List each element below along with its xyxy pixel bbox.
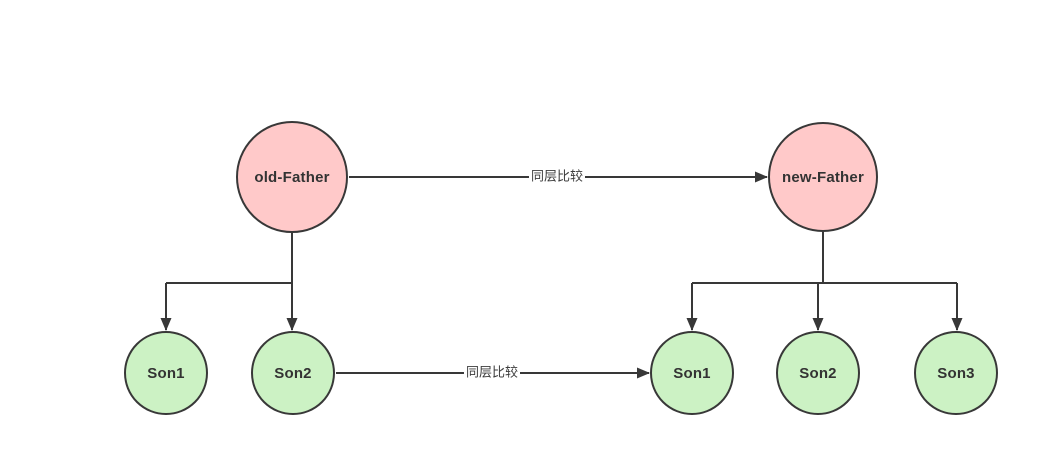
node-label-new-son1: Son1 [673,364,711,382]
edge-label-compare-sons: 同层比较 [463,363,521,381]
node-new-son3: Son3 [914,331,998,415]
node-label-old-father: old-Father [254,168,330,186]
node-label-old-son1: Son1 [147,364,185,382]
node-new-father: new-Father [768,122,878,232]
node-label-new-son3: Son3 [937,364,975,382]
node-old-father: old-Father [236,121,348,233]
edge-label-compare-fathers: 同层比较 [528,167,586,185]
node-label-new-father: new-Father [781,168,864,186]
node-old-son1: Son1 [124,331,208,415]
node-new-son1: Son1 [650,331,734,415]
node-label-old-son2: Son2 [274,364,312,382]
node-new-son2: Son2 [776,331,860,415]
node-old-son2: Son2 [251,331,335,415]
node-label-new-son2: Son2 [799,364,837,382]
